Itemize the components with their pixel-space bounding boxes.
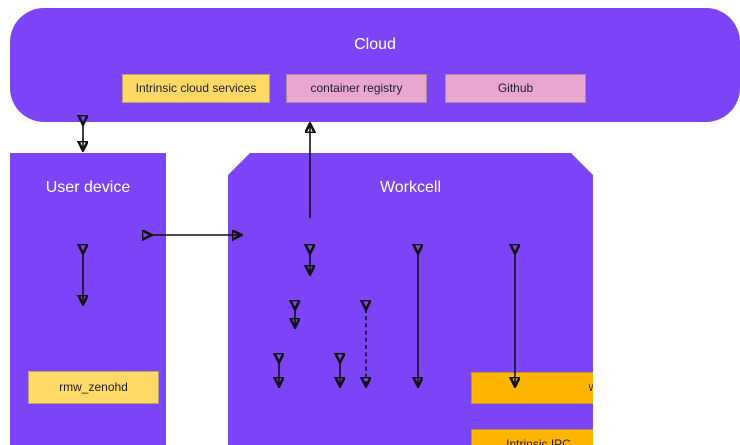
node-intrinsic-cloud-services[interactable]: Intrinsic cloud services	[122, 74, 270, 103]
node-rmw-zenohd[interactable]: rmw_zenohd	[28, 371, 159, 404]
node-intrinsic-ipc[interactable]: Intrinsic IPC	[471, 429, 593, 445]
workcell-container: Workcell workcell network Intrinsic IPC …	[228, 153, 593, 445]
workcell-title: Workcell	[379, 179, 442, 196]
user-device-title: User device	[45, 179, 131, 196]
node-workcell-network[interactable]: workcell network	[471, 372, 593, 404]
node-container-registry[interactable]: container registry	[286, 74, 427, 103]
cloud-title: Cloud	[354, 36, 396, 53]
node-github[interactable]: Github	[445, 74, 586, 103]
cloud-container: Cloud Intrinsic cloud services container…	[10, 8, 740, 122]
user-device-container: User device rmw_zenohd RViz	[10, 153, 166, 445]
